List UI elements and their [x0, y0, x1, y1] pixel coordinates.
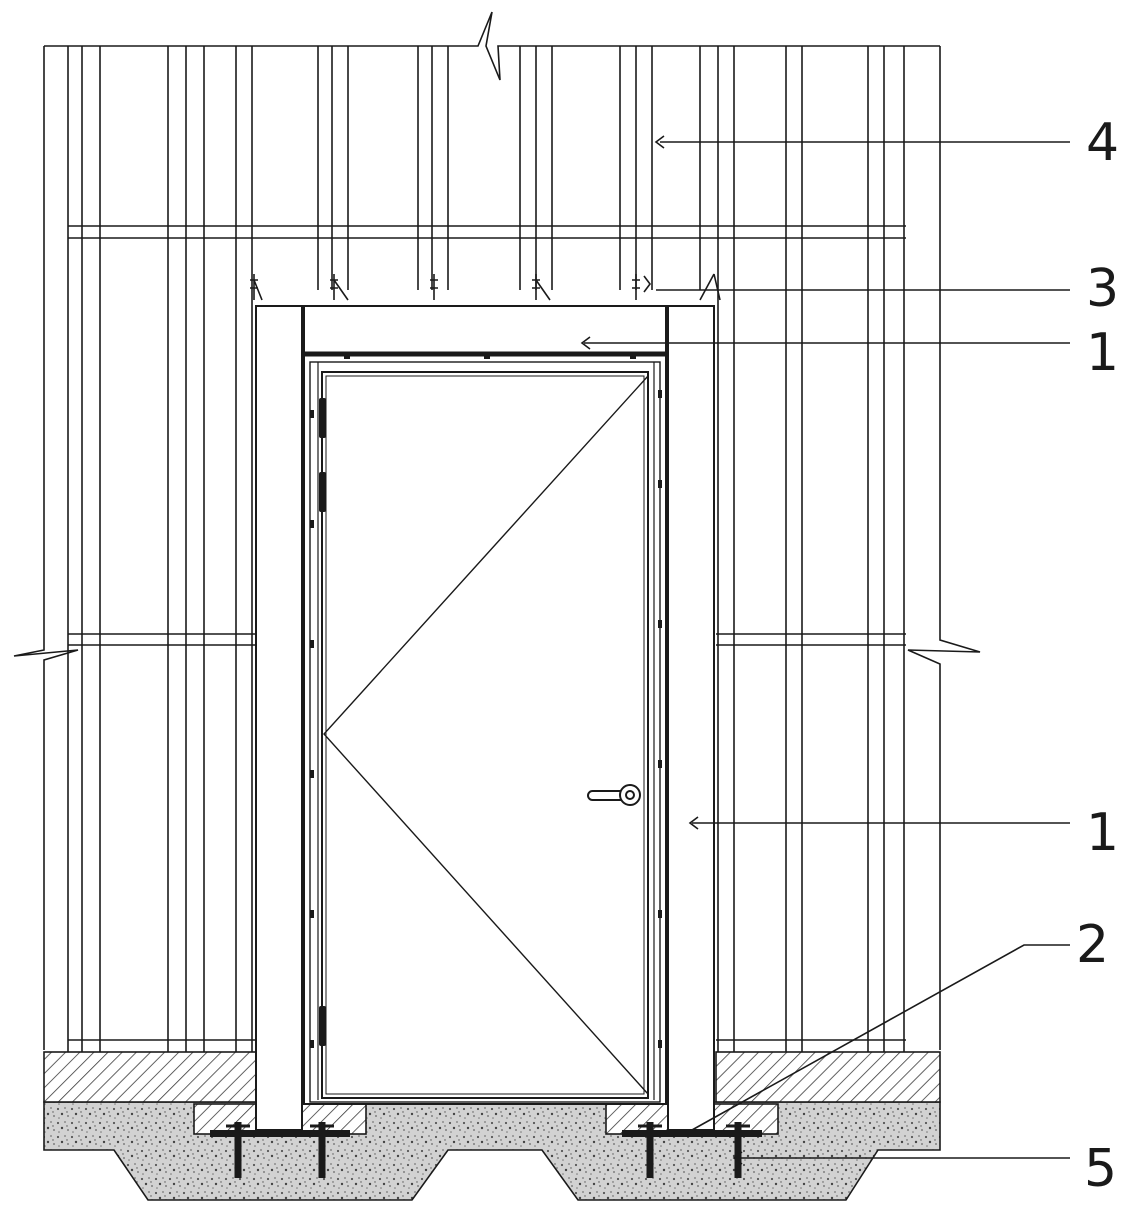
door-handle-icon — [587, 784, 641, 806]
callout-4: 4 — [1086, 113, 1119, 173]
door-panel — [321, 371, 649, 1099]
callout-1-post: 1 — [1086, 803, 1119, 863]
base-plate-right — [622, 1130, 762, 1137]
leader-lines — [580, 135, 1070, 1165]
door-swing-lines — [323, 375, 649, 1095]
left-post — [255, 305, 303, 1131]
base-plate-left — [210, 1130, 350, 1137]
floor-screed-left — [43, 1051, 257, 1103]
right-post — [667, 305, 715, 1131]
hinge-icon — [319, 472, 326, 512]
header-fasteners — [250, 273, 721, 301]
hinge-icon — [319, 398, 326, 438]
wall-framing — [13, 11, 981, 1052]
callout-2: 2 — [1076, 915, 1109, 975]
callout-3: 3 — [1086, 259, 1119, 319]
hinge-icon — [319, 1006, 326, 1046]
left-wall-edge — [13, 46, 79, 1050]
floor-screed-right — [715, 1051, 941, 1103]
door-leaf — [321, 371, 649, 1099]
anchor-bolts — [234, 1122, 742, 1178]
callout-5: 5 — [1084, 1139, 1117, 1199]
top-break-line — [44, 11, 940, 81]
concrete-slab — [43, 1101, 941, 1201]
door-header — [303, 305, 667, 355]
right-wall-edge — [907, 46, 981, 1050]
frame-fixings — [310, 354, 662, 1048]
callout-1-header: 1 — [1086, 323, 1119, 383]
door-hinges — [319, 398, 326, 1046]
